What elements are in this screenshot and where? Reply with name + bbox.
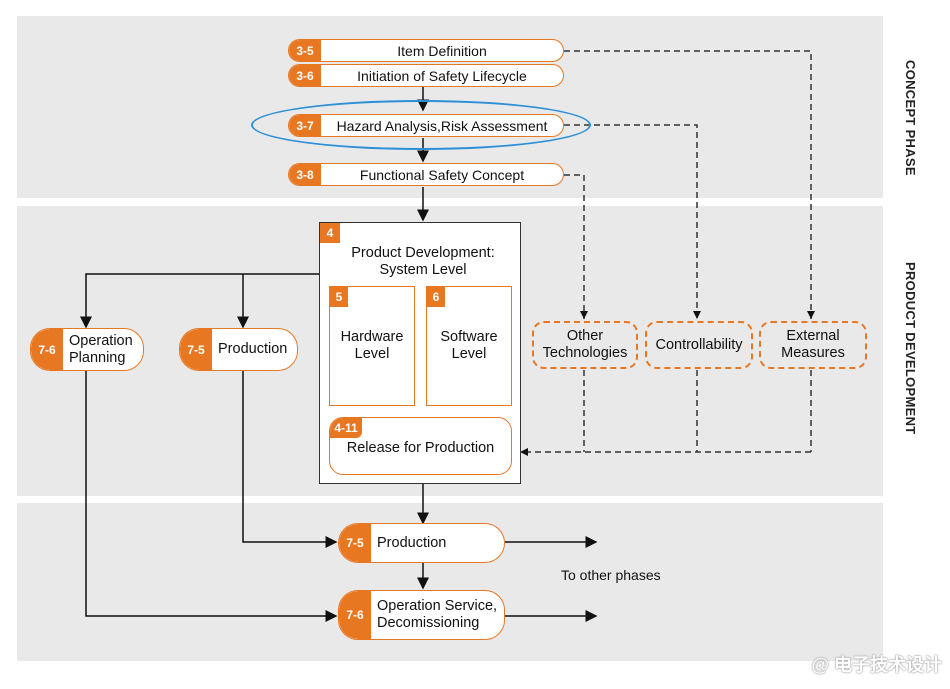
functional-safety-concept: 3-8 Functional Safety Concept (288, 163, 564, 186)
clause-tag: 5 (330, 287, 348, 307)
clause-tag: 3-6 (289, 65, 321, 86)
operation-planning-line2: Planning (69, 349, 126, 366)
to-other-phases-label: To other phases (561, 567, 661, 583)
functional-safety-concept-label: Functional Safety Concept (359, 166, 525, 183)
post-production-label: Production (377, 534, 447, 551)
initiation-safety-lifecycle-label: Initiation of Safety Lifecycle (357, 67, 527, 84)
hardware-line2: Level (354, 346, 390, 362)
external-measures-line1: External (786, 328, 840, 344)
other-technologies-line1: Other (566, 328, 604, 344)
controllability-label: Controllability (655, 336, 743, 353)
clause-tag: 4-11 (330, 418, 362, 438)
operation-service-decomissioning: 7-6 Operation Service,Decomissioning (338, 590, 505, 640)
software-line1: Software (440, 329, 498, 345)
production-label: Production (218, 341, 288, 357)
clause-tag: 3-8 (289, 164, 321, 185)
initiation-safety-lifecycle: 3-6 Initiation of Safety Lifecycle (288, 64, 564, 87)
controllability-box: Controllability (645, 321, 753, 369)
operation-service-line1: Operation Service, (377, 598, 498, 614)
operation-planning-line1: Operation (69, 332, 133, 349)
release-for-production-label: Release for Production (346, 440, 495, 456)
system-title-line1: Product Development: (351, 245, 495, 261)
operation-service-line2: Decomissioning (377, 615, 480, 631)
system-title-line2: System Level (379, 262, 467, 278)
clause-tag: 7-6 (339, 591, 371, 639)
clause-tag: 7-5 (339, 524, 371, 562)
external-measures-line2: Measures (781, 345, 845, 361)
concept-phase-label: CONCEPT PHASE (903, 60, 918, 176)
product-development-label: PRODUCT DEVELOPMENT (903, 262, 918, 435)
other-technologies-line2: Technologies (542, 345, 628, 361)
clause-tag: 3-5 (289, 40, 321, 61)
clause-tag: 7-6 (31, 329, 63, 370)
production: 7-5 Production (338, 523, 505, 563)
highlight-ellipse (251, 100, 591, 150)
release-for-production-box: 4-11 Release for Production (329, 417, 512, 475)
production-planning: 7-5 Production (179, 328, 298, 371)
system-level-box: 4 Product Development: System Level 5 Ha… (319, 222, 521, 484)
item-definition: 3-5 Item Definition (288, 39, 564, 62)
clause-tag: 4 (320, 223, 340, 243)
clause-tag: 7-5 (180, 329, 212, 370)
hardware-line1: Hardware (340, 329, 404, 345)
software-line2: Level (451, 346, 487, 362)
system-level-title: Product Development: System Level (338, 245, 508, 279)
watermark: @ 电子技术设计 (811, 655, 942, 675)
operation-service-label: Operation Service,Decomissioning (371, 591, 504, 639)
clause-tag: 6 (427, 287, 445, 307)
item-definition-label: Item Definition (397, 42, 487, 59)
